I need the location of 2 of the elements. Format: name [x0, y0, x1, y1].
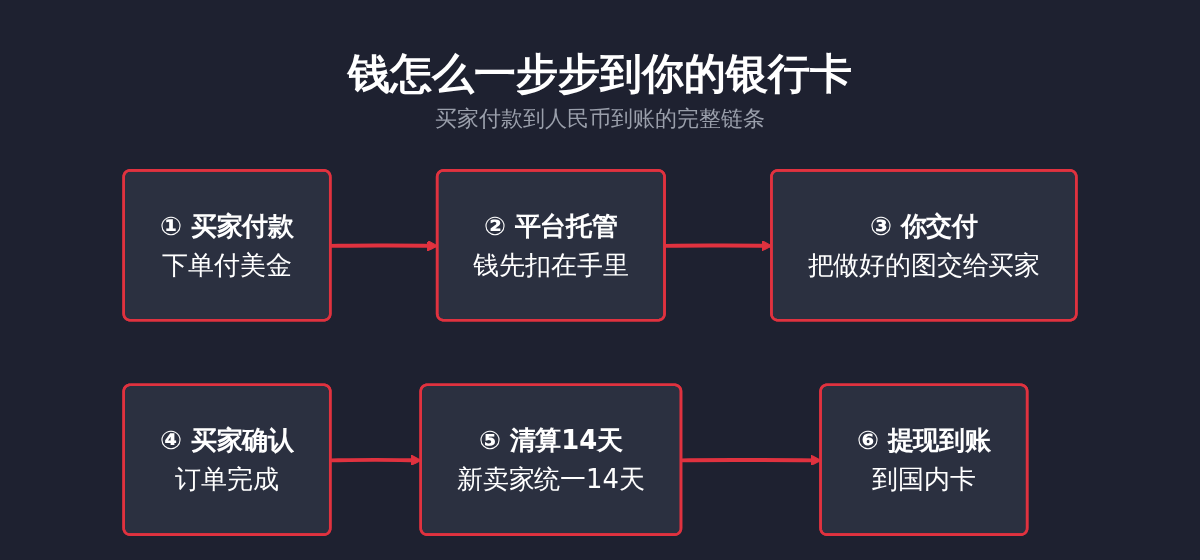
- title: 钱怎么一步步到你的银行卡: [348, 49, 852, 98]
- subtitle: 买家付款到人民币到账的完整链条: [435, 105, 765, 133]
